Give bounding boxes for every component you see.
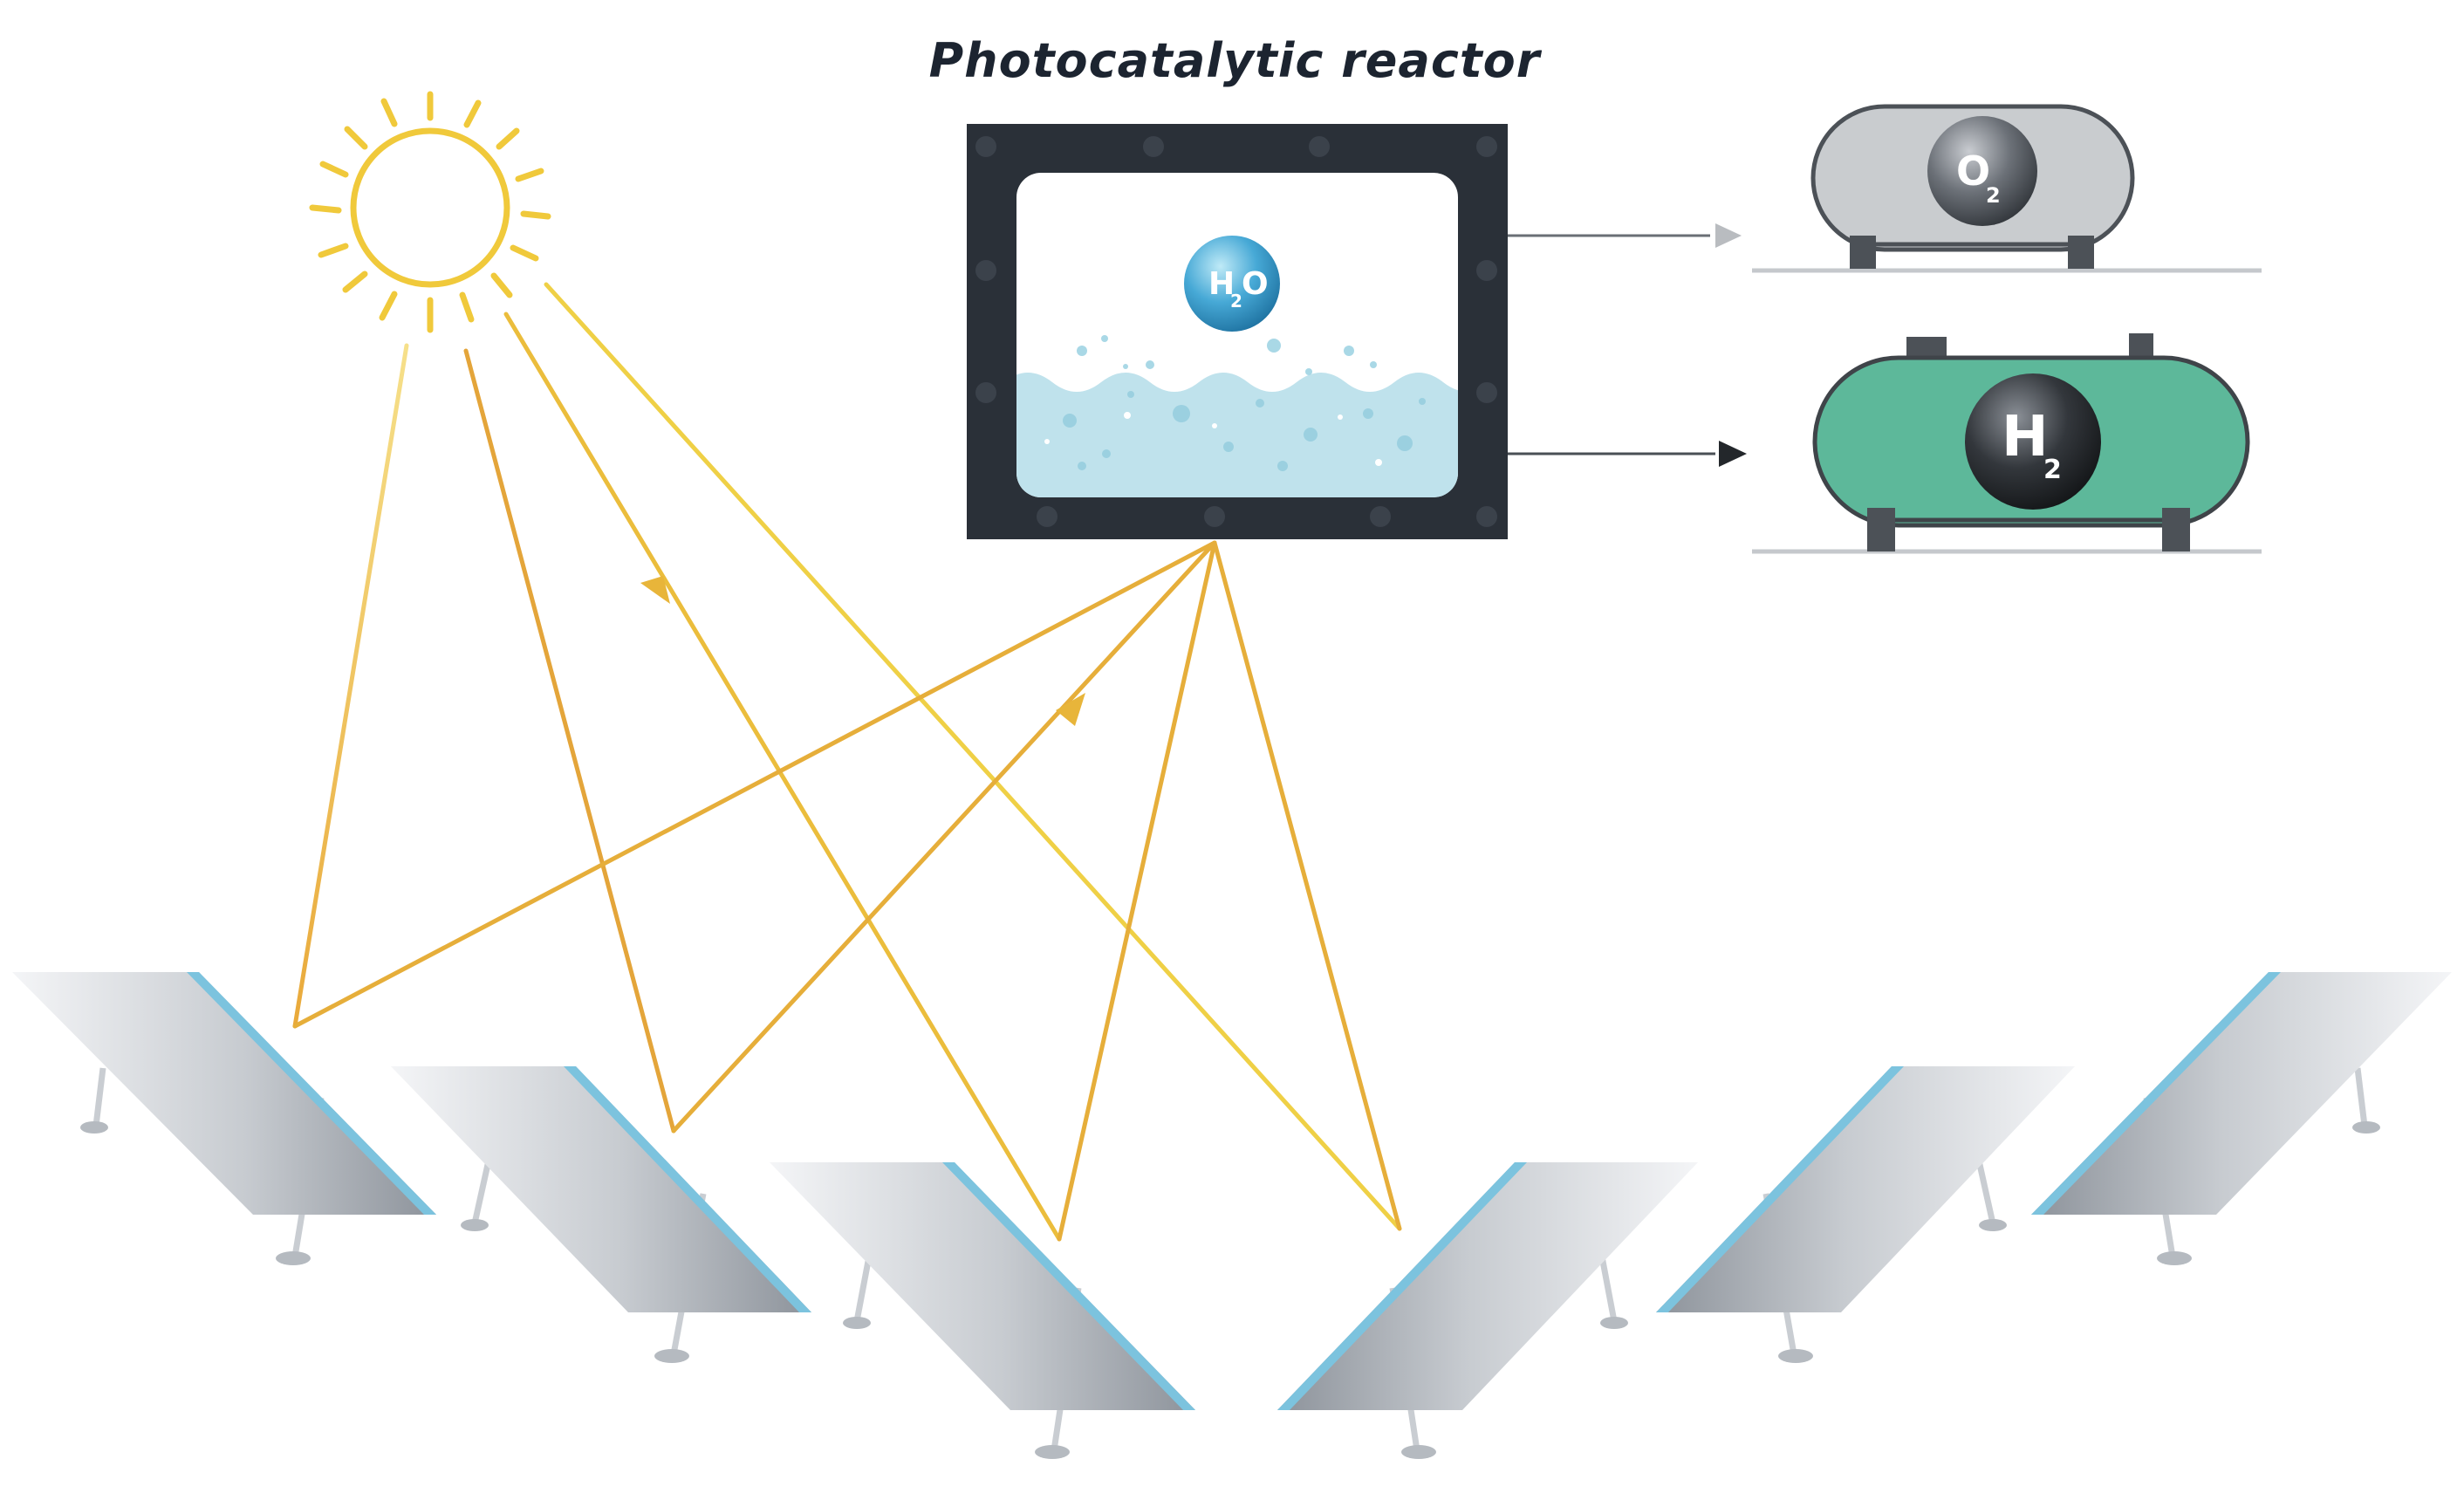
solar-panel-2 bbox=[391, 1066, 811, 1363]
oxygen-output-arrow bbox=[1508, 223, 1742, 248]
svg-text:H: H bbox=[2002, 405, 2049, 469]
solar-panel-6 bbox=[2031, 972, 2452, 1265]
solar-panel-5 bbox=[1656, 1066, 2075, 1363]
reflected-ray-3 bbox=[1057, 540, 1217, 1242]
incoming-ray-2 bbox=[463, 348, 676, 1134]
hydrogen-molecule-icon: H 2 bbox=[1965, 373, 2101, 510]
ray-arrowhead bbox=[1056, 693, 1085, 726]
incoming-ray-4 bbox=[544, 282, 1402, 1231]
svg-text:2: 2 bbox=[1230, 291, 1242, 312]
hydrogen-output-arrow bbox=[1508, 441, 1747, 467]
reflected-ray-1 bbox=[292, 540, 1217, 1029]
svg-text:H: H bbox=[1208, 266, 1235, 302]
photocatalytic-reactor: H 2 O bbox=[967, 124, 1508, 539]
sun-icon bbox=[309, 91, 551, 333]
svg-text:O: O bbox=[1242, 266, 1269, 302]
svg-text:2: 2 bbox=[1986, 183, 2001, 208]
light-rays bbox=[292, 282, 1402, 1242]
incoming-ray-3 bbox=[503, 312, 1062, 1242]
reactor-title: Photocatalytic reactor bbox=[928, 33, 1541, 88]
oxygen-molecule-icon: O 2 bbox=[1927, 116, 2037, 226]
incoming-ray-1 bbox=[292, 343, 409, 1029]
solar-panel-3 bbox=[770, 1162, 1195, 1459]
svg-text:O: O bbox=[1956, 147, 1990, 195]
reflected-ray-2 bbox=[671, 540, 1217, 1134]
solar-panel-1 bbox=[12, 972, 436, 1265]
svg-text:2: 2 bbox=[2043, 455, 2062, 485]
reflected-ray-4 bbox=[1212, 540, 1402, 1231]
ray-arrowhead bbox=[640, 576, 670, 604]
solar-panel-4 bbox=[1277, 1162, 1698, 1459]
hydrogen-tank: H 2 bbox=[1752, 333, 2262, 554]
water-molecule-icon: H 2 O bbox=[1184, 236, 1280, 332]
oxygen-tank: O 2 bbox=[1752, 104, 2262, 273]
